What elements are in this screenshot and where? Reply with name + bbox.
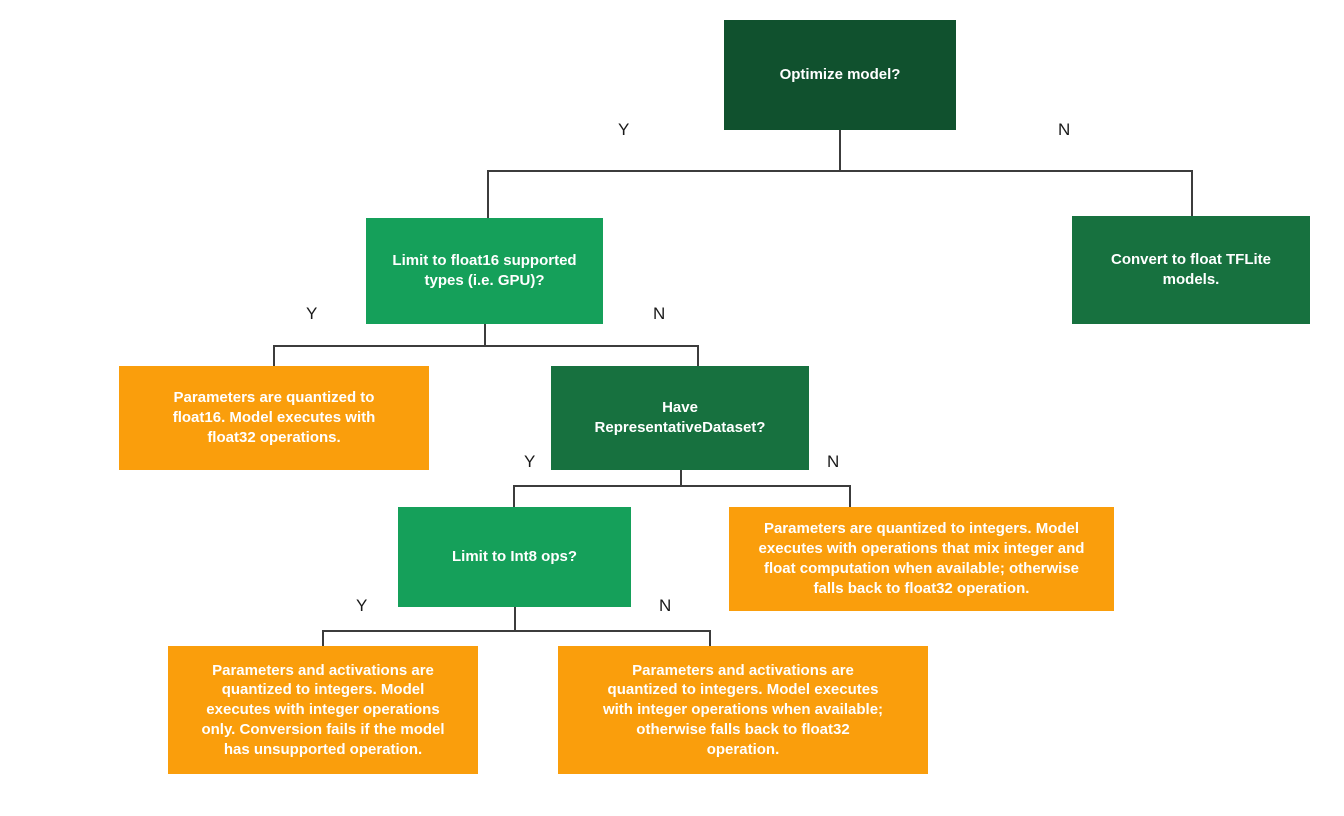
node-have-representative-dataset[interactable]: Have RepresentativeDataset? xyxy=(551,366,809,470)
node-optimize-model[interactable]: Optimize model? xyxy=(724,20,956,130)
connector-c-rep-bar xyxy=(513,485,851,487)
connector-c-int8-bar xyxy=(322,630,711,632)
connector-c-int8-left xyxy=(322,630,324,647)
connector-c-rep-right xyxy=(849,485,851,508)
node-params-int-only[interactable]: Parameters and activations are quantized… xyxy=(168,646,478,774)
edge-label-f16-yes: Y xyxy=(306,304,318,323)
node-label-convert-float-tflite: Convert to float TFLite models. xyxy=(1111,251,1271,288)
node-params-float16[interactable]: Parameters are quantized to float16. Mod… xyxy=(119,366,429,470)
edge-label-rep-yes: Y xyxy=(524,452,536,471)
node-params-int-fallback[interactable]: Parameters and activations are quantized… xyxy=(558,646,928,774)
edge-label-int8-no: N xyxy=(659,596,672,615)
edge-label-f16-no: N xyxy=(653,304,666,323)
node-label-params-int-mixed: Parameters are quantized to integers. Mo… xyxy=(758,520,1085,597)
node-label-params-float16: Parameters are quantized to float16. Mod… xyxy=(172,389,376,446)
connector-c-f16-bar xyxy=(273,345,698,347)
connector-c-opt-left xyxy=(487,170,489,219)
node-limit-int8-ops[interactable]: Limit to Int8 ops? xyxy=(398,507,631,607)
edge-label-rep-no: N xyxy=(827,452,840,471)
connector-c-int8-stem xyxy=(514,607,516,631)
connector-c-opt-stem xyxy=(839,130,841,172)
connector-c-f16-left xyxy=(273,345,275,367)
edge-label-opt-yes: Y xyxy=(618,120,630,139)
connector-c-opt-right xyxy=(1191,170,1193,217)
node-params-int-mixed[interactable]: Parameters are quantized to integers. Mo… xyxy=(729,507,1114,611)
node-label-limit-float16: Limit to float16 supported types (i.e. G… xyxy=(392,252,577,289)
node-limit-float16[interactable]: Limit to float16 supported types (i.e. G… xyxy=(366,218,603,324)
edge-label-opt-no: N xyxy=(1058,120,1071,139)
node-label-have-representative-dataset: Have RepresentativeDataset? xyxy=(594,399,766,436)
node-label-params-int-fallback: Parameters and activations are quantized… xyxy=(602,661,884,758)
node-convert-float-tflite[interactable]: Convert to float TFLite models. xyxy=(1072,216,1310,324)
node-label-limit-int8-ops: Limit to Int8 ops? xyxy=(452,548,577,566)
node-label-params-int-only: Parameters and activations are quantized… xyxy=(201,661,445,758)
connector-c-f16-stem xyxy=(484,324,486,346)
edge-label-int8-yes: Y xyxy=(356,596,368,615)
connector-c-rep-left xyxy=(513,485,515,508)
node-label-optimize-model: Optimize model? xyxy=(779,66,901,84)
connector-c-int8-right xyxy=(709,630,711,647)
connector-c-opt-bar xyxy=(487,170,1193,172)
connector-c-rep-stem xyxy=(680,470,682,486)
connector-c-f16-right xyxy=(697,345,699,367)
